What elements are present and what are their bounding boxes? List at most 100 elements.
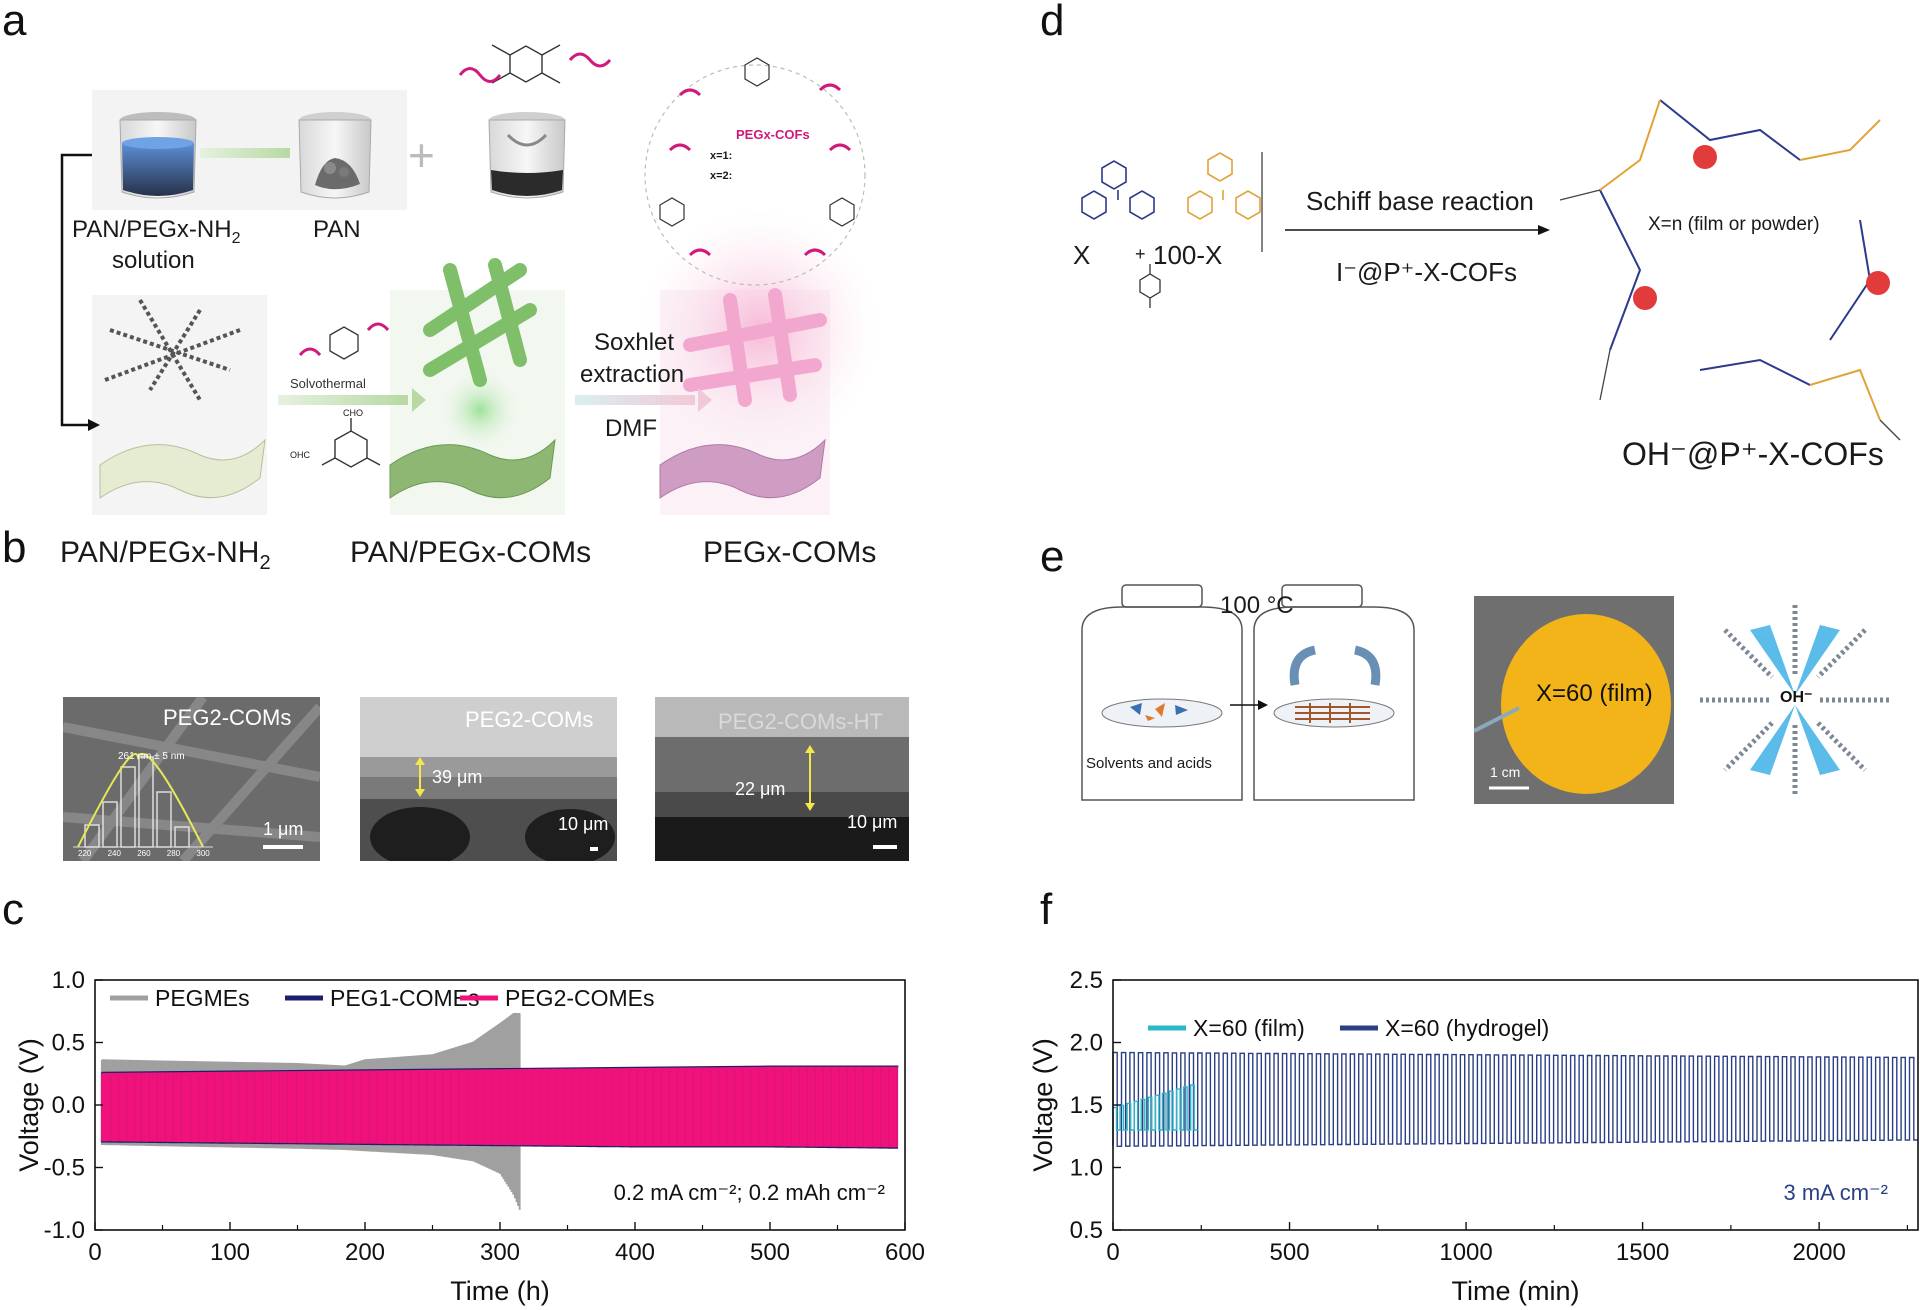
sem-image-2: PEG2-COMs 39 μm 10 μm: [360, 697, 617, 861]
panel-a-illustration: [60, 44, 880, 515]
series-peg2-comes: [101, 1066, 899, 1148]
x-tick-label: 2000: [1792, 1239, 1845, 1266]
legend-label: X=60 (hydrogel): [1385, 1015, 1549, 1041]
film-photo: X=60 (film) 1 cm: [1474, 596, 1674, 804]
beaker-pan-icon: [298, 112, 372, 199]
pan-fiber-icon: [99, 298, 266, 499]
sem1-scale: 1 μm: [263, 819, 304, 839]
chart-annotation: 0.2 mA cm⁻²; 0.2 mAh cm⁻²: [614, 1180, 885, 1205]
sem3-label: PEG2-COMs-HT: [718, 709, 883, 734]
x-tick-label: 400: [615, 1239, 655, 1266]
label-pan: PAN: [313, 216, 361, 243]
panel-d-scheme: [1081, 99, 1901, 441]
panel-letter-f: f: [1040, 885, 1053, 934]
hydroxide-bead-icon: [1633, 145, 1890, 310]
peg-com-fiber-icon: [659, 288, 827, 499]
panel-letter-d: d: [1040, 0, 1065, 45]
y-axis-label: Voltage (V): [1030, 1038, 1058, 1172]
film-label: X=60 (film): [1536, 680, 1653, 707]
panel-letter-a: a: [2, 0, 27, 45]
x-tick-label: 1000: [1439, 1239, 1492, 1266]
framework-label: X=n (film or powder): [1648, 214, 1820, 235]
linker-structure-icon: [458, 44, 612, 84]
bottom-label-1: PAN/PEGx-NH2: [60, 536, 271, 574]
sem1-fit: 261 nm ± 5 nm: [118, 751, 185, 762]
y-tick-label: 0.5: [52, 1030, 85, 1057]
panel-letter-c: c: [2, 885, 24, 934]
beaker-linker-icon: [488, 112, 566, 199]
ohc-label: OHC: [290, 450, 310, 460]
product-label: OH⁻@P⁺-X-COFs: [1622, 436, 1884, 472]
x-tick-label: 600: [885, 1239, 925, 1266]
peg-cof-framework-icon: [644, 57, 866, 286]
temp-label: 100 °C: [1220, 592, 1294, 619]
neutral-monomer-icon: [1187, 152, 1261, 220]
y-tick-label: 2.0: [1070, 1030, 1103, 1057]
y-tick-label: 1.0: [52, 967, 85, 994]
plus-icon: +: [408, 129, 435, 181]
monomer-100-x-label: 100-X: [1153, 240, 1223, 270]
reactor-illustration: [1081, 584, 1415, 801]
sem2-thickness: 39 μm: [432, 767, 483, 787]
y-tick-label: -0.5: [44, 1155, 85, 1182]
sem3-scale: 10 μm: [847, 812, 898, 832]
series-upper-edge: [101, 1013, 521, 1068]
cationic-monomer-icon: [1081, 160, 1155, 220]
cof-name: PEGx-COFs: [736, 127, 810, 142]
beaker-solution-icon: [119, 112, 197, 199]
aldehyde-molecule-icon: [321, 418, 381, 468]
series-upper-edge: [101, 1065, 899, 1074]
dish-1-icon: [1101, 698, 1223, 728]
dish-2-icon: [1273, 645, 1395, 728]
x-axis-label: Time (h): [450, 1276, 550, 1306]
series-band: [101, 1067, 898, 1148]
extraction-label: extraction: [580, 361, 685, 388]
cof-framework-icon: [1559, 99, 1901, 441]
dmf-label: DMF: [605, 415, 657, 442]
pore-ion-label: OH⁻: [1780, 689, 1813, 706]
legend-label: PEG1-COMEs: [330, 985, 480, 1011]
x-tick-label: 300: [480, 1239, 520, 1266]
panel-letter-e: e: [1040, 532, 1065, 581]
label-solution: PAN/PEGx-NH2: [72, 216, 241, 247]
sem-image-1: PEG2-COMs 261 nm ± 5 nm 1 μm 220 240 260…: [63, 697, 320, 861]
pore-structure-icon: [1700, 605, 1890, 795]
sem2-scale: 10 μm: [558, 814, 609, 834]
monomer-x-label: X: [1073, 240, 1091, 270]
x-tick-label: 0: [1106, 1239, 1119, 1266]
y-tick-label: -1.0: [44, 1217, 85, 1244]
sem2-label: PEG2-COMs: [465, 707, 594, 732]
x-axis-label: Time (min): [1452, 1276, 1580, 1306]
legend-label: PEGMEs: [155, 985, 250, 1011]
label-solution-2: solution: [112, 247, 195, 274]
y-axis-label: Voltage (V): [14, 1038, 44, 1172]
monomer-plus: +: [1135, 244, 1146, 264]
y-tick-label: 1.5: [1070, 1092, 1103, 1119]
diamine-icon: [1139, 264, 1161, 308]
cof-x2: x=2:: [710, 170, 733, 182]
y-tick-label: 0.5: [1070, 1217, 1103, 1244]
pan-com-fiber-icon: [389, 258, 556, 499]
arrow-top-label: Schiff base reaction: [1306, 186, 1534, 216]
legend-label: PEG2-COMEs: [505, 985, 655, 1011]
jar-label: Solvents and acids: [1086, 755, 1212, 772]
y-tick-label: 0.0: [52, 1092, 85, 1119]
x-tick-label: 1500: [1616, 1239, 1669, 1266]
chart-annotation: 3 mA cm⁻²: [1783, 1180, 1888, 1205]
sem1-label: PEG2-COMs: [163, 705, 292, 730]
sem1-ticks: 220 240 260 280 300: [78, 849, 210, 858]
bottom-label-2: PAN/PEGx-COMs: [350, 536, 592, 569]
hydrazide-molecule-icon: [298, 322, 390, 360]
cof-x1: x=1:: [710, 150, 733, 162]
panel-letter-b: b: [2, 523, 27, 572]
sem3-thickness: 22 μm: [735, 779, 786, 799]
sem-image-3: PEG2-COMs-HT 22 μm 10 μm: [655, 697, 909, 861]
x-tick-label: 500: [1270, 1239, 1310, 1266]
x-tick-label: 100: [210, 1239, 250, 1266]
y-tick-label: 1.0: [1070, 1155, 1103, 1182]
arrow-bottom-label: I⁻@P⁺-X-COFs: [1336, 257, 1517, 287]
x-tick-label: 500: [750, 1239, 790, 1266]
bottom-label-3: PEGx-COMs: [703, 536, 877, 569]
soxhlet-label: Soxhlet: [594, 329, 675, 356]
